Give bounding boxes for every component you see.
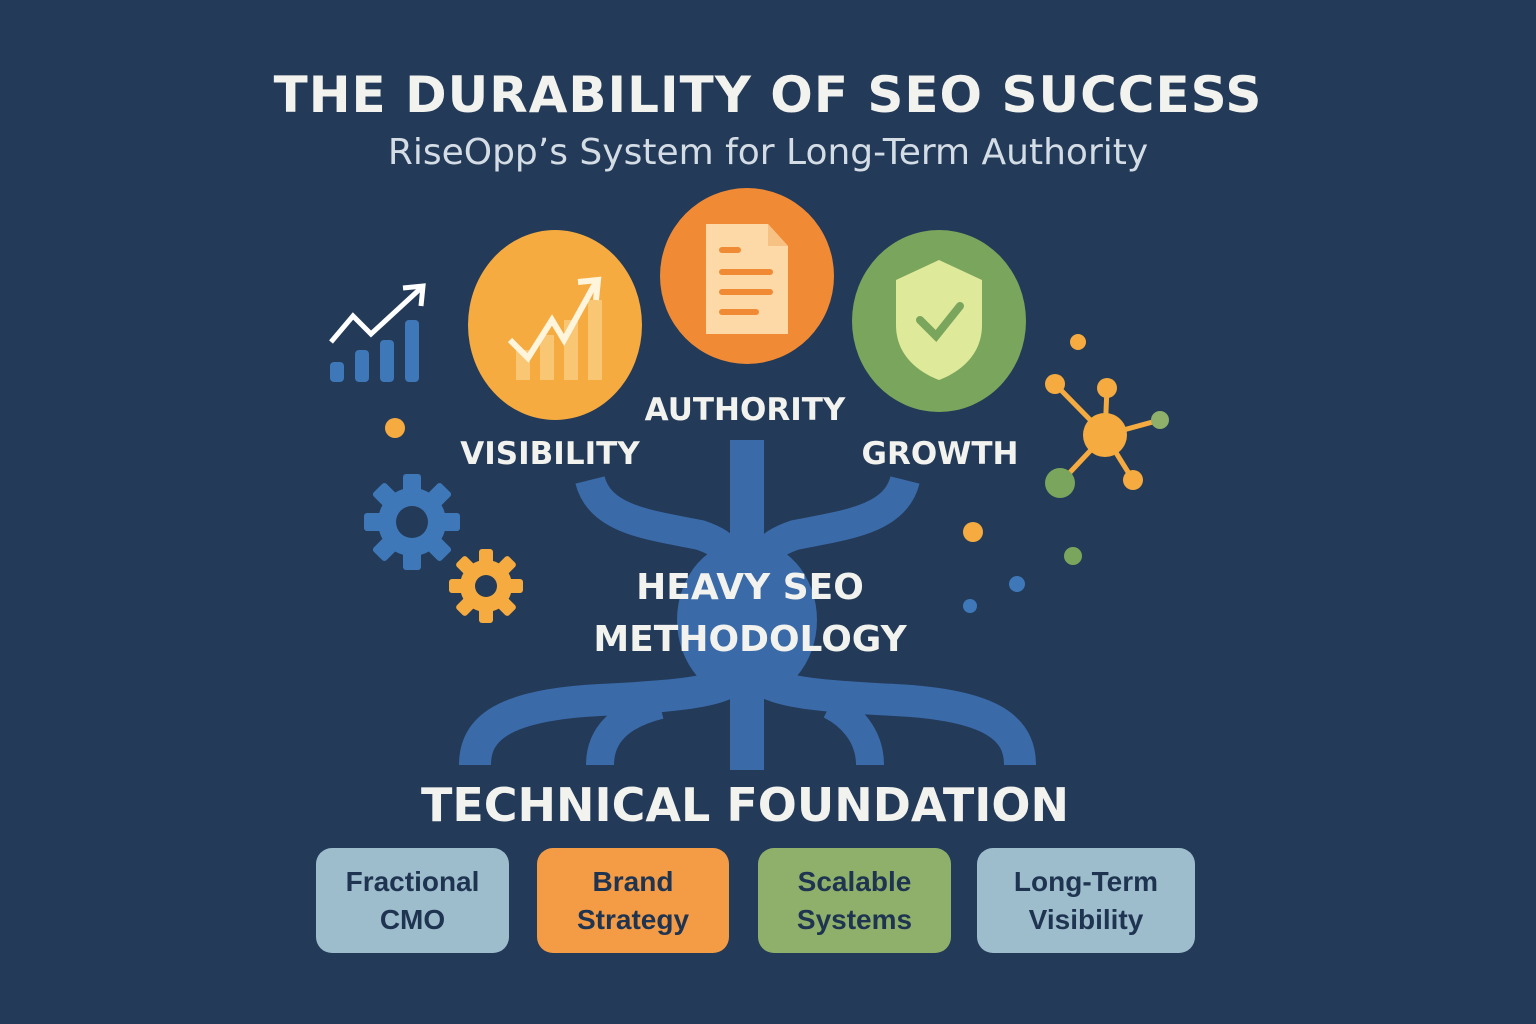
chart-trend-icon: [507, 276, 602, 380]
page-subtitle: RiseOpp’s System for Long-Term Authority: [387, 132, 1149, 173]
visibility-circle: [468, 230, 642, 420]
box-line-1: Fractional: [345, 865, 480, 897]
box-line-1: Brand: [592, 865, 674, 897]
box-line-2: Systems: [796, 903, 913, 935]
box-line-2: Strategy: [576, 903, 690, 935]
page-title: THE DURABILITY OF SEO SUCCESS: [273, 66, 1263, 124]
box-line-2: CMO: [379, 903, 446, 935]
foundation-title: TECHNICAL FOUNDATION: [420, 778, 1070, 832]
box-line-2: Visibility: [1028, 903, 1144, 935]
box-line-1: Scalable: [797, 865, 912, 897]
growth-label: GROWTH: [861, 436, 1019, 472]
visibility-label: VISIBILITY: [460, 436, 640, 472]
authority-label: AUTHORITY: [644, 392, 846, 428]
core-line-2: METHODOLOGY: [593, 619, 907, 660]
shield-check-icon: [896, 260, 982, 380]
box-line-1: Long-Term: [1013, 865, 1159, 897]
document-icon: [706, 224, 788, 334]
core-line-1: HEAVY SEO: [636, 567, 864, 608]
bar-chart-icon: [329, 283, 426, 382]
authority-circle: [660, 188, 834, 364]
gears-icon: [364, 418, 523, 623]
core-methodology-label: HEAVY SEO METHODOLOGY: [540, 562, 960, 666]
network-icon: [963, 334, 1169, 613]
growth-circle: [852, 230, 1026, 412]
